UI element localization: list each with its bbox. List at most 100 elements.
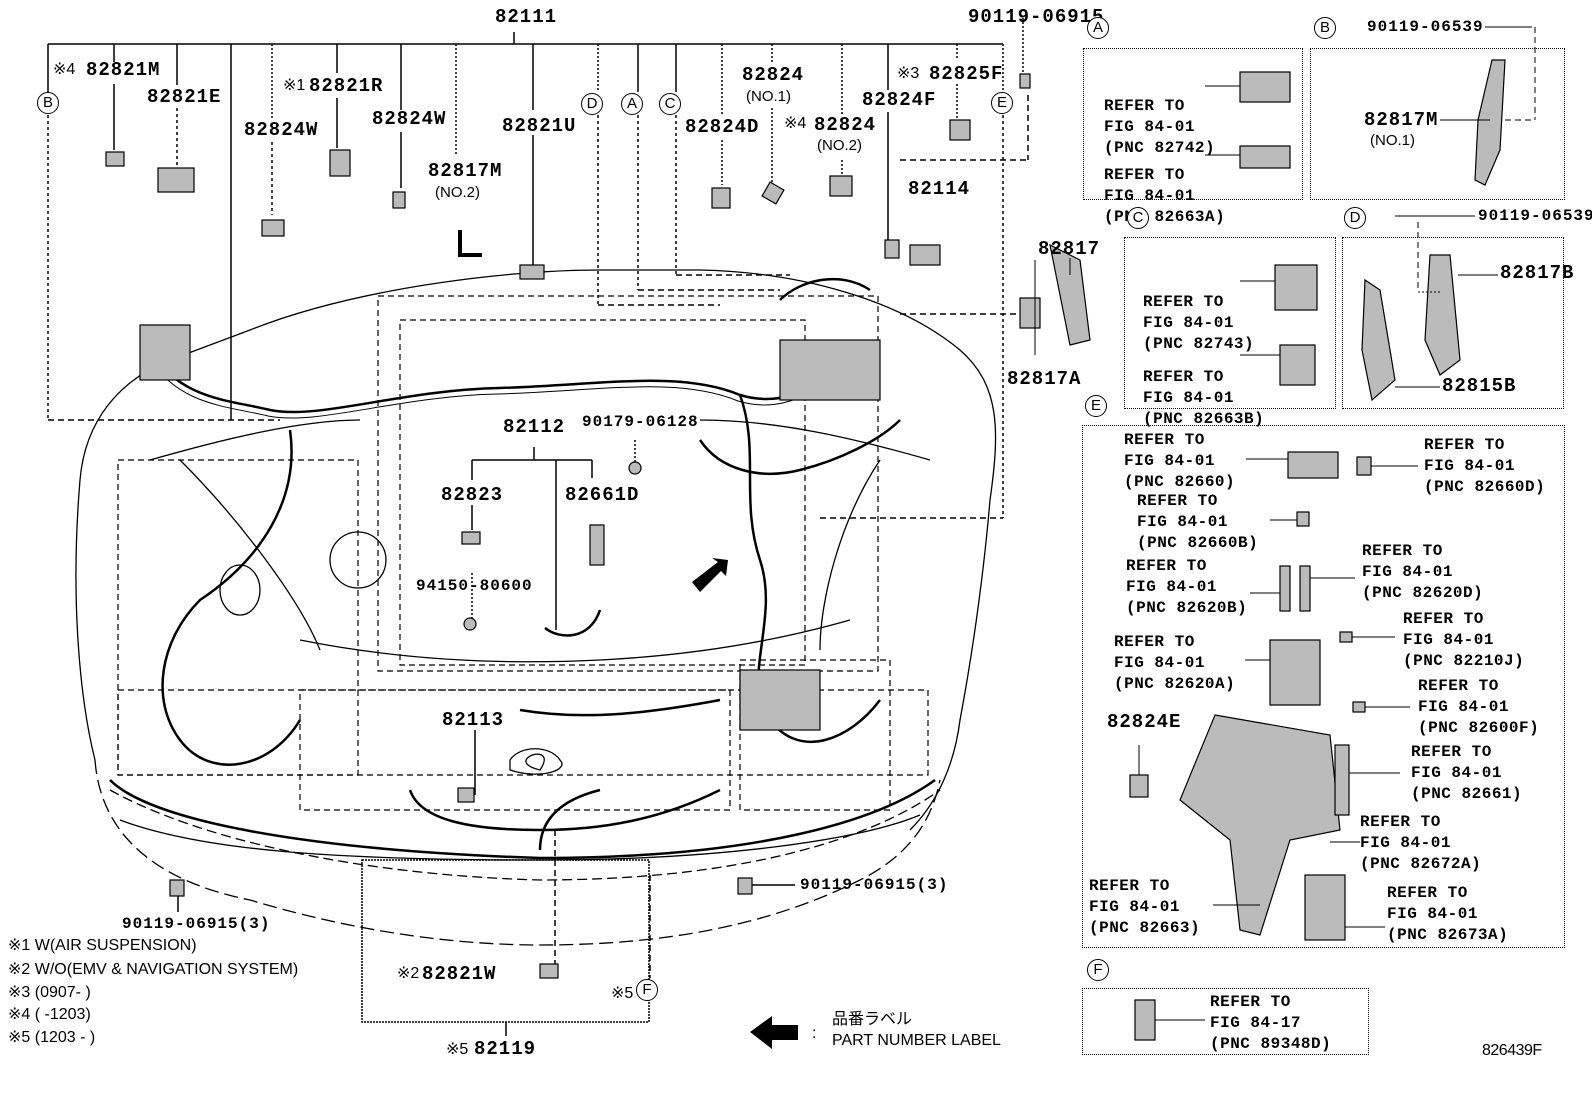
footnote-2: ※2 W/O(EMV & NAVIGATION SYSTEM) — [8, 961, 299, 978]
figure-id: 826439F — [1482, 1042, 1542, 1059]
callout-f: F — [636, 979, 658, 1001]
label-82661D[interactable]: 82661D — [565, 484, 640, 506]
label-82113[interactable]: 82113 — [442, 709, 505, 731]
legend-colon: : — [812, 1025, 817, 1042]
label-82824-no2[interactable]: 82824 — [814, 114, 877, 136]
label-94150-80600[interactable]: 94150-80600 — [416, 577, 533, 595]
legend-en-label: PART NUMBER LABEL — [832, 1032, 1001, 1049]
label-82824-no2-sub: (NO.2) — [817, 137, 862, 154]
callout-d: D — [581, 93, 603, 115]
label-82824W-a[interactable]: 82824W — [244, 119, 319, 141]
connector-cluster-center — [739, 669, 821, 731]
footnote-4: ※4 ( -1203) — [8, 1006, 91, 1023]
label-82824D[interactable]: 82824D — [685, 116, 760, 138]
connector-82824-no2 — [829, 175, 853, 197]
label-82824-no1-sub: (NO.1) — [746, 88, 791, 105]
grouping-rectangles — [117, 295, 929, 811]
detail-leader-lines — [1034, 26, 1536, 1021]
connector-82113 — [457, 787, 475, 803]
label-90179-06128[interactable]: 90179-06128 — [582, 413, 699, 431]
label-82824-no1[interactable]: 82824 — [742, 64, 805, 86]
arrow-in-diagram — [692, 558, 728, 592]
label-82821R[interactable]: 82821R — [309, 75, 384, 97]
note-82824-no2: ※4 — [784, 115, 807, 132]
bolt-90119-06915-right — [737, 877, 753, 895]
detail-box-a — [1083, 48, 1303, 200]
bracket-82817 — [1049, 243, 1091, 346]
label-d-82815B[interactable]: 82815B — [1442, 375, 1517, 397]
connector-82821M — [105, 151, 125, 167]
harness-wiring — [109, 277, 936, 860]
label-82817[interactable]: 82817 — [1038, 238, 1101, 260]
vehicle-body-outline — [75, 269, 997, 946]
note-82119: ※5 — [446, 1041, 469, 1058]
label-82821W[interactable]: 82821W — [422, 963, 497, 985]
bracket-82817M-no2 — [458, 230, 482, 257]
leader-lines — [47, 18, 1029, 1036]
note-82821M: ※4 — [53, 61, 76, 78]
part-number-label-arrows — [692, 558, 798, 1049]
connector-82821E — [157, 167, 195, 193]
label-b-90119-06539[interactable]: 90119-06539 — [1367, 18, 1484, 36]
label-90119-06915-left[interactable]: 90119-06915(3) — [122, 915, 271, 933]
label-82114[interactable]: 82114 — [908, 178, 971, 200]
detail-box-c — [1124, 237, 1336, 409]
connector-82824F — [884, 239, 900, 259]
connector-82821W — [539, 963, 559, 979]
label-90119-06915-top[interactable]: 90119-06915 — [968, 6, 1105, 28]
label-82112[interactable]: 82112 — [503, 416, 566, 438]
label-82821U[interactable]: 82821U — [502, 115, 577, 137]
label-82119[interactable]: 82119 — [474, 1038, 537, 1060]
label-e-82824E[interactable]: 82824E — [1107, 711, 1182, 733]
label-82817M-no2-sub: (NO.2) — [435, 184, 480, 201]
detail-box-f — [1082, 988, 1369, 1055]
bolt-90119-06915-left — [169, 879, 185, 897]
label-82825F[interactable]: 82825F — [929, 63, 1004, 85]
label-82821M[interactable]: 82821M — [86, 59, 161, 81]
label-d-82817B[interactable]: 82817B — [1500, 262, 1575, 284]
note-82821W: ※2 — [397, 965, 420, 982]
callout-a: A — [621, 93, 643, 115]
label-82824W-b[interactable]: 82824W — [372, 108, 447, 130]
footnote-3: ※3 (0907- ) — [8, 984, 91, 1001]
label-b-82817M-sub: (NO.1) — [1370, 132, 1415, 149]
label-82821E[interactable]: 82821E — [147, 86, 222, 108]
connector-82825F — [949, 119, 971, 141]
nut-94150-80600 — [463, 617, 477, 631]
connector-82823 — [461, 531, 481, 545]
label-82824F[interactable]: 82824F — [862, 89, 937, 111]
callout-e: E — [991, 92, 1013, 114]
detail-part-drawings — [1129, 59, 1506, 1041]
callout-b: B — [37, 92, 59, 114]
footnote-1: ※1 W(AIR SUSPENSION) — [8, 937, 197, 954]
label-90119-06915-right[interactable]: 90119-06915(3) — [800, 876, 949, 894]
bolt-90119-06915 — [1019, 73, 1031, 89]
label-d-90119-06539[interactable]: 90119-06539 — [1478, 207, 1592, 225]
connector-82661D — [589, 524, 605, 566]
label-82823[interactable]: 82823 — [441, 484, 504, 506]
label-b-82817M[interactable]: 82817M — [1364, 109, 1439, 131]
connector-82114 — [909, 244, 941, 266]
label-82817M-no2[interactable]: 82817M — [428, 160, 503, 182]
nut-90179-06128 — [628, 461, 642, 475]
note-82821R: ※1 — [283, 77, 306, 94]
label-82817A[interactable]: 82817A — [1007, 368, 1082, 390]
detail-callout-b: B — [1314, 17, 1336, 39]
